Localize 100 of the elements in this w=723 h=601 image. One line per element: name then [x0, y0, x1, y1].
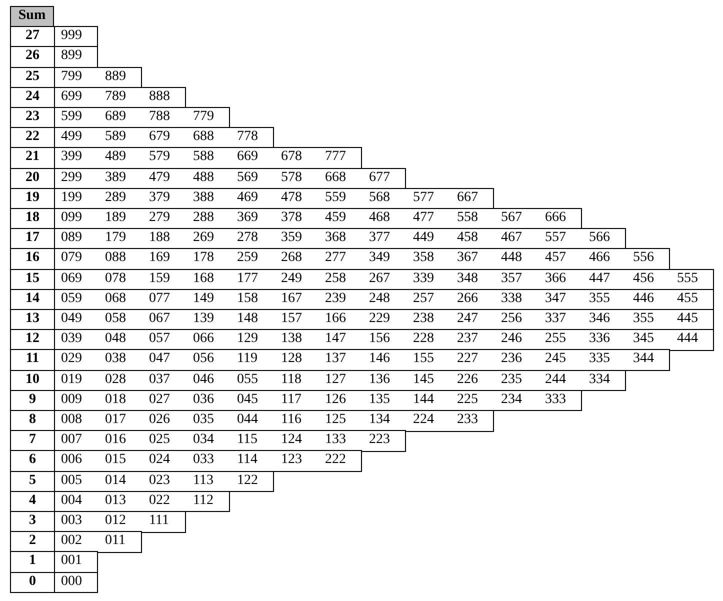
- number-text: 045: [237, 390, 258, 409]
- number-text: 023: [149, 472, 170, 490]
- number-text: 378: [281, 209, 302, 227]
- number-text: 099: [61, 209, 82, 227]
- number-text: 079: [61, 249, 82, 268]
- number-text: 348: [457, 270, 478, 288]
- number-text: 126: [325, 390, 346, 409]
- number-text: 155: [413, 350, 434, 368]
- number-text: 026: [149, 411, 170, 429]
- number-text: 366: [545, 270, 566, 288]
- number-text: 248: [369, 290, 390, 308]
- number-text: 355: [633, 310, 654, 328]
- number-text: 588: [193, 148, 214, 166]
- number-text: 113: [193, 472, 214, 490]
- number-text: 133: [325, 431, 346, 450]
- number-text: 479: [149, 168, 170, 187]
- number-text: 469: [237, 188, 258, 207]
- number-text: 003: [61, 512, 82, 530]
- number-text: 459: [325, 209, 346, 227]
- number-text: 238: [413, 310, 434, 328]
- number-text: 156: [369, 330, 390, 348]
- number-text: 116: [281, 411, 302, 429]
- number-text: 078: [105, 270, 126, 288]
- number-text: 449: [413, 229, 434, 248]
- number-text: 468: [369, 209, 390, 227]
- number-text: 359: [281, 229, 302, 248]
- number-text: 246: [501, 330, 522, 348]
- number-text: 889: [105, 68, 126, 86]
- number-text: 357: [501, 270, 522, 288]
- number-text: 029: [61, 350, 82, 368]
- number-text: 369: [237, 209, 258, 227]
- number-text: 139: [193, 310, 214, 328]
- number-text: 059: [61, 290, 82, 308]
- table-row: [10, 288, 714, 310]
- number-text: 789: [105, 88, 126, 106]
- number-text: 115: [237, 431, 258, 450]
- number-text: 578: [281, 168, 302, 187]
- table-row: [10, 208, 582, 230]
- number-text: 033: [193, 451, 214, 470]
- number-text: 167: [281, 290, 302, 308]
- table-row: [10, 430, 406, 452]
- number-text: 158: [237, 290, 258, 308]
- number-text: 355: [589, 290, 610, 308]
- number-text: 333: [545, 390, 566, 409]
- number-text: 249: [281, 270, 302, 288]
- number-text: 006: [61, 451, 82, 470]
- number-text: 049: [61, 310, 82, 328]
- number-text: 688: [193, 128, 214, 146]
- number-text: 258: [325, 270, 346, 288]
- number-text: 668: [325, 168, 346, 187]
- number-text: 134: [369, 411, 390, 429]
- number-text: 229: [369, 310, 390, 328]
- number-text: 255: [545, 330, 566, 348]
- number-text: 788: [149, 108, 170, 126]
- number-text: 335: [589, 350, 610, 368]
- number-text: 244: [545, 370, 566, 389]
- number-text: 558: [457, 209, 478, 227]
- table-row: [10, 572, 98, 594]
- number-text: 234: [501, 390, 522, 409]
- number-text: 778: [237, 128, 258, 146]
- number-text: 224: [413, 411, 434, 429]
- number-text: 336: [589, 330, 610, 348]
- number-text: 024: [149, 451, 170, 470]
- number-text: 446: [633, 290, 654, 308]
- number-text: 347: [545, 290, 566, 308]
- number-text: 456: [633, 270, 654, 288]
- number-text: 137: [325, 350, 346, 368]
- number-text: 013: [105, 492, 126, 510]
- table-row: [10, 511, 186, 533]
- number-text: 555: [677, 270, 698, 288]
- number-text: 233: [457, 411, 478, 429]
- number-text: 568: [369, 188, 390, 207]
- table-row: [10, 390, 582, 412]
- number-text: 077: [149, 290, 170, 308]
- number-text: 047: [149, 350, 170, 368]
- number-text: 278: [237, 229, 258, 248]
- number-text: 005: [61, 472, 82, 490]
- table-row: [10, 248, 670, 270]
- table-row: [10, 86, 186, 108]
- number-text: 144: [413, 390, 434, 409]
- number-text: 055: [237, 370, 258, 389]
- number-text: 577: [413, 188, 434, 207]
- number-text: 057: [149, 330, 170, 348]
- number-text: 599: [61, 108, 82, 126]
- number-text: 488: [193, 168, 214, 187]
- number-text: 036: [193, 390, 214, 409]
- number-text: 145: [413, 370, 434, 389]
- number-text: 236: [501, 350, 522, 368]
- table-row: [10, 268, 714, 290]
- number-text: 004: [61, 492, 82, 510]
- number-text: 679: [149, 128, 170, 146]
- number-text: 559: [325, 188, 346, 207]
- number-text: 269: [193, 229, 214, 248]
- number-text: 016: [105, 431, 126, 450]
- number-text: 022: [149, 492, 170, 510]
- number-text: 389: [105, 168, 126, 187]
- table-row: [10, 168, 406, 190]
- number-text: 379: [149, 188, 170, 207]
- number-text: 069: [61, 270, 82, 288]
- number-text: 135: [369, 390, 390, 409]
